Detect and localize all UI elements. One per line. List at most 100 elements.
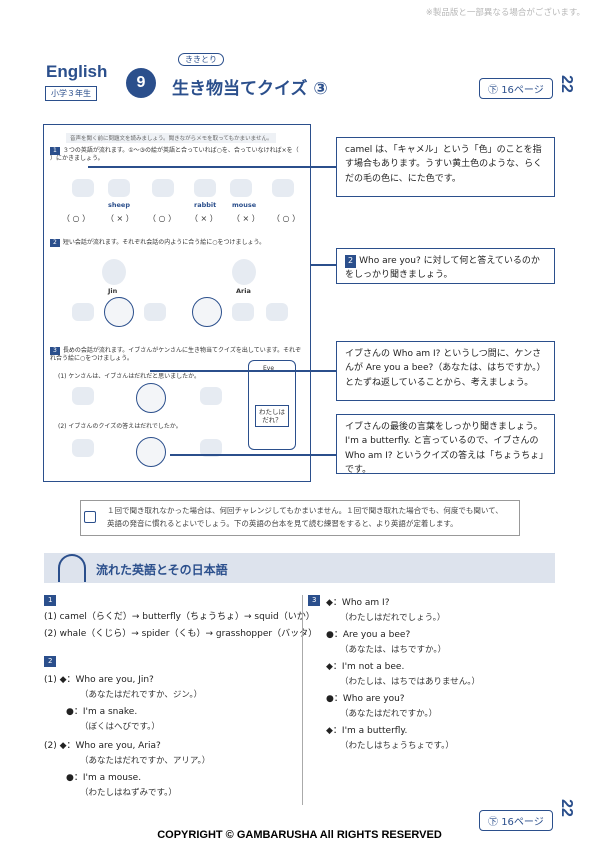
script-2-line-7: ●：I'm a mouse. — [66, 773, 142, 783]
copyright: COPYRIGHT © GAMBARUSHA All RIGHTS RESERV… — [157, 829, 442, 841]
q3-sub-2-text: イブさんのクイズの答えはだれでしたか。 — [68, 423, 182, 430]
rabbit-picture — [194, 179, 216, 197]
connector-3 — [150, 370, 336, 372]
answer-3: （ ○ ） — [148, 214, 177, 223]
script-3-line-5: ◆：I'm not a bee. — [326, 662, 405, 672]
script-2-line-4: （ぼくはへびです。） — [80, 722, 160, 732]
q3-sub-1: (1) ケンさんは、イブさんはだれだと思いましたか。 — [58, 373, 200, 380]
answer-4: （ × ） — [190, 214, 218, 223]
script-3-line-2: （わたしはだれでしょう。） — [340, 613, 446, 623]
disclaimer: ※製品版と一部異なる場合がございます。 — [425, 8, 585, 18]
question-3-badge: 3 — [50, 347, 60, 356]
script-2-badge: 2 — [44, 656, 57, 667]
tip-box: １回で聞き取れなかった場合は、何回チャレンジしてもかまいません。１回で聞き取れた… — [80, 500, 520, 536]
q3-circled-bee — [136, 383, 166, 413]
tip-text: １回で聞き取れなかった場合は、何回チャレンジしてもかまいません。１回で聞き取れた… — [107, 506, 503, 528]
column-divider — [302, 595, 303, 805]
worksheet-hint: 音声を聞く前に問題文を読みましょう。聞きながらメモを取ってもかまいません。 — [66, 133, 277, 143]
page-ref-text-bottom: 16ページ — [501, 817, 544, 828]
section-band — [44, 553, 555, 583]
question-3-text: 長めの会話が流れます。イブさんがケンさんに生き物当てクイズを出しています。それぞ… — [50, 347, 302, 363]
aria-face — [232, 259, 256, 285]
question-1-badge: 1 — [50, 147, 60, 156]
script-2-line-3: ●：I'm a snake. — [66, 707, 138, 717]
script-2-line-2: （あなたはだれですか、ジン。） — [80, 690, 203, 700]
q2-picture-5 — [232, 303, 254, 321]
script-3-line-9: ◆：I'm a butterfly. — [326, 726, 408, 736]
answer-2: （ × ） — [106, 214, 134, 223]
script-3-line-10: （わたしはちょうちょです。） — [340, 741, 454, 751]
q2-circled-snake — [104, 297, 134, 327]
script-1-badge: 1 — [44, 595, 57, 606]
script-3-line-8: （あなたはだれですか。） — [340, 709, 438, 719]
script-2-line-8: （わたしはねずみです。） — [80, 788, 177, 798]
script-2-line-6: （あなたはだれですか、アリア。） — [80, 756, 211, 766]
page-ref-bottom: ㊦ 16ページ — [479, 810, 553, 831]
script-3-line-7: ●：Who are you? — [326, 694, 405, 704]
page-number-top: 22 — [557, 75, 575, 93]
jin-face — [102, 259, 126, 285]
script-2-line-1: (1) ◆：Who are you, Jin? — [44, 675, 154, 685]
note-answer: イブさんの最後の言葉をしっかり聞きましょう。I'm a butterfly. と… — [336, 414, 555, 475]
word-mouse: mouse — [232, 201, 257, 209]
answer-1: （ ○ ） — [62, 214, 91, 223]
q3-picture-1 — [72, 387, 94, 405]
section-title: 流れた英語とその日本語 — [96, 563, 228, 577]
q3-circled-butterfly — [136, 437, 166, 467]
grasshopper-picture — [272, 179, 294, 197]
aria-name: Aria — [236, 287, 251, 295]
script-3-line-6: （わたしは、はちではありません。） — [340, 677, 480, 687]
question-1-text: ３つの英語が流れます。①〜③の絵が英語と合っていれば○を、合っていなければ×を（… — [50, 147, 299, 163]
script-3-line-1: ◆：Who am I? — [326, 598, 390, 608]
connector-1 — [88, 166, 336, 168]
page-ref-text: 16ページ — [501, 85, 544, 96]
script-3-badge: 3 — [308, 595, 321, 606]
note-2-badge: 2 — [345, 255, 357, 268]
page-ref-top: ㊦ 16ページ — [479, 78, 553, 99]
subject-label: English — [46, 62, 108, 81]
script-1-line-2: (2) whale（くじら）→ spider（くも）→ grasshopper（… — [44, 629, 318, 639]
script-3-line-4: （あなたは、はちですか。） — [340, 645, 447, 655]
script-3-line-3: ●：Are you a bee? — [326, 630, 411, 640]
camel-picture — [72, 179, 94, 197]
q3-sub-1-text: ケンさんは、イブさんはだれだと思いましたか。 — [68, 373, 200, 380]
spider-picture — [152, 179, 174, 197]
home-icon — [84, 511, 96, 523]
connector-4 — [170, 454, 336, 456]
q3-picture-6 — [200, 439, 222, 457]
answer-6: （ ○ ） — [272, 214, 301, 223]
eve-figure: Eve わたしは だれ？ — [248, 360, 296, 450]
script-1-line-1: (1) camel（らくだ）→ butterfly（ちょうちょ）→ squid（… — [44, 612, 315, 622]
q2-picture-3 — [144, 303, 166, 321]
word-rabbit: rabbit — [194, 201, 217, 209]
q3-picture-3 — [200, 387, 222, 405]
connector-2 — [311, 264, 336, 266]
jin-name: Jin — [108, 287, 118, 295]
note-2-text: Who are you? に対して何と答えているのかをしっかり聞きましょう。 — [345, 256, 540, 281]
q2-picture-6 — [266, 303, 288, 321]
eve-card: わたしは だれ？ — [255, 405, 289, 428]
grade-label: 小学３年生 — [45, 86, 97, 101]
mouse-picture — [230, 179, 252, 197]
question-2-badge: 2 — [50, 239, 60, 248]
page-title: 生き物当てクイズ ③ — [172, 79, 328, 99]
note-who-am-i: イブさんの Who am I? というしつ問に、ケンさんが Are you a … — [336, 341, 555, 401]
q3-picture-4 — [72, 439, 94, 457]
page-number-bottom: 22 — [557, 799, 575, 817]
question-2-text: 短い会話が流れます。それぞれ会話の内ように合う絵に○をつけましょう。 — [62, 239, 266, 246]
headphones-icon — [58, 554, 86, 582]
sheep-picture — [108, 179, 130, 197]
lesson-number: 9 — [126, 68, 156, 98]
kicker-label: ききとり — [178, 53, 224, 66]
word-sheep: sheep — [108, 201, 130, 209]
eve-name: Eve — [263, 365, 275, 372]
q3-sub-2: (2) イブさんのクイズの答えはだれでしたか。 — [58, 423, 182, 430]
note-camel: camel は、「キャメル」という「色」のことを指す場合もあります。うすい黄土色… — [336, 137, 555, 197]
q2-picture-1 — [72, 303, 94, 321]
q2-circled-mouse — [192, 297, 222, 327]
